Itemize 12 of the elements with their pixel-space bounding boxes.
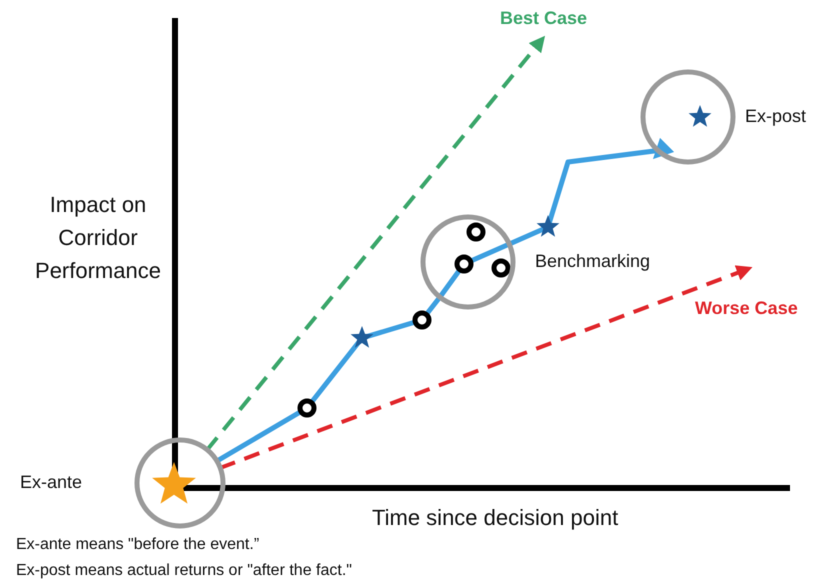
node-caption: Ex-ante bbox=[20, 472, 82, 493]
node-caption: Benchmarking bbox=[535, 251, 650, 272]
arrow bbox=[438, 138, 674, 298]
edge-label: Best Case bbox=[500, 8, 588, 29]
node-caption: Ex-post bbox=[745, 106, 806, 127]
axis-title: Time since decision point bbox=[372, 505, 618, 531]
note-text: Ex-post means actual returns or "after the fact." bbox=[16, 562, 352, 580]
axis-title: Impact on Corridor Performance bbox=[34, 191, 162, 285]
arrow bbox=[219, 265, 752, 470]
edge-label: Worse Case bbox=[695, 298, 798, 319]
note-text: Ex-ante means "before the event.” bbox=[16, 536, 260, 554]
arrow bbox=[205, 36, 546, 452]
